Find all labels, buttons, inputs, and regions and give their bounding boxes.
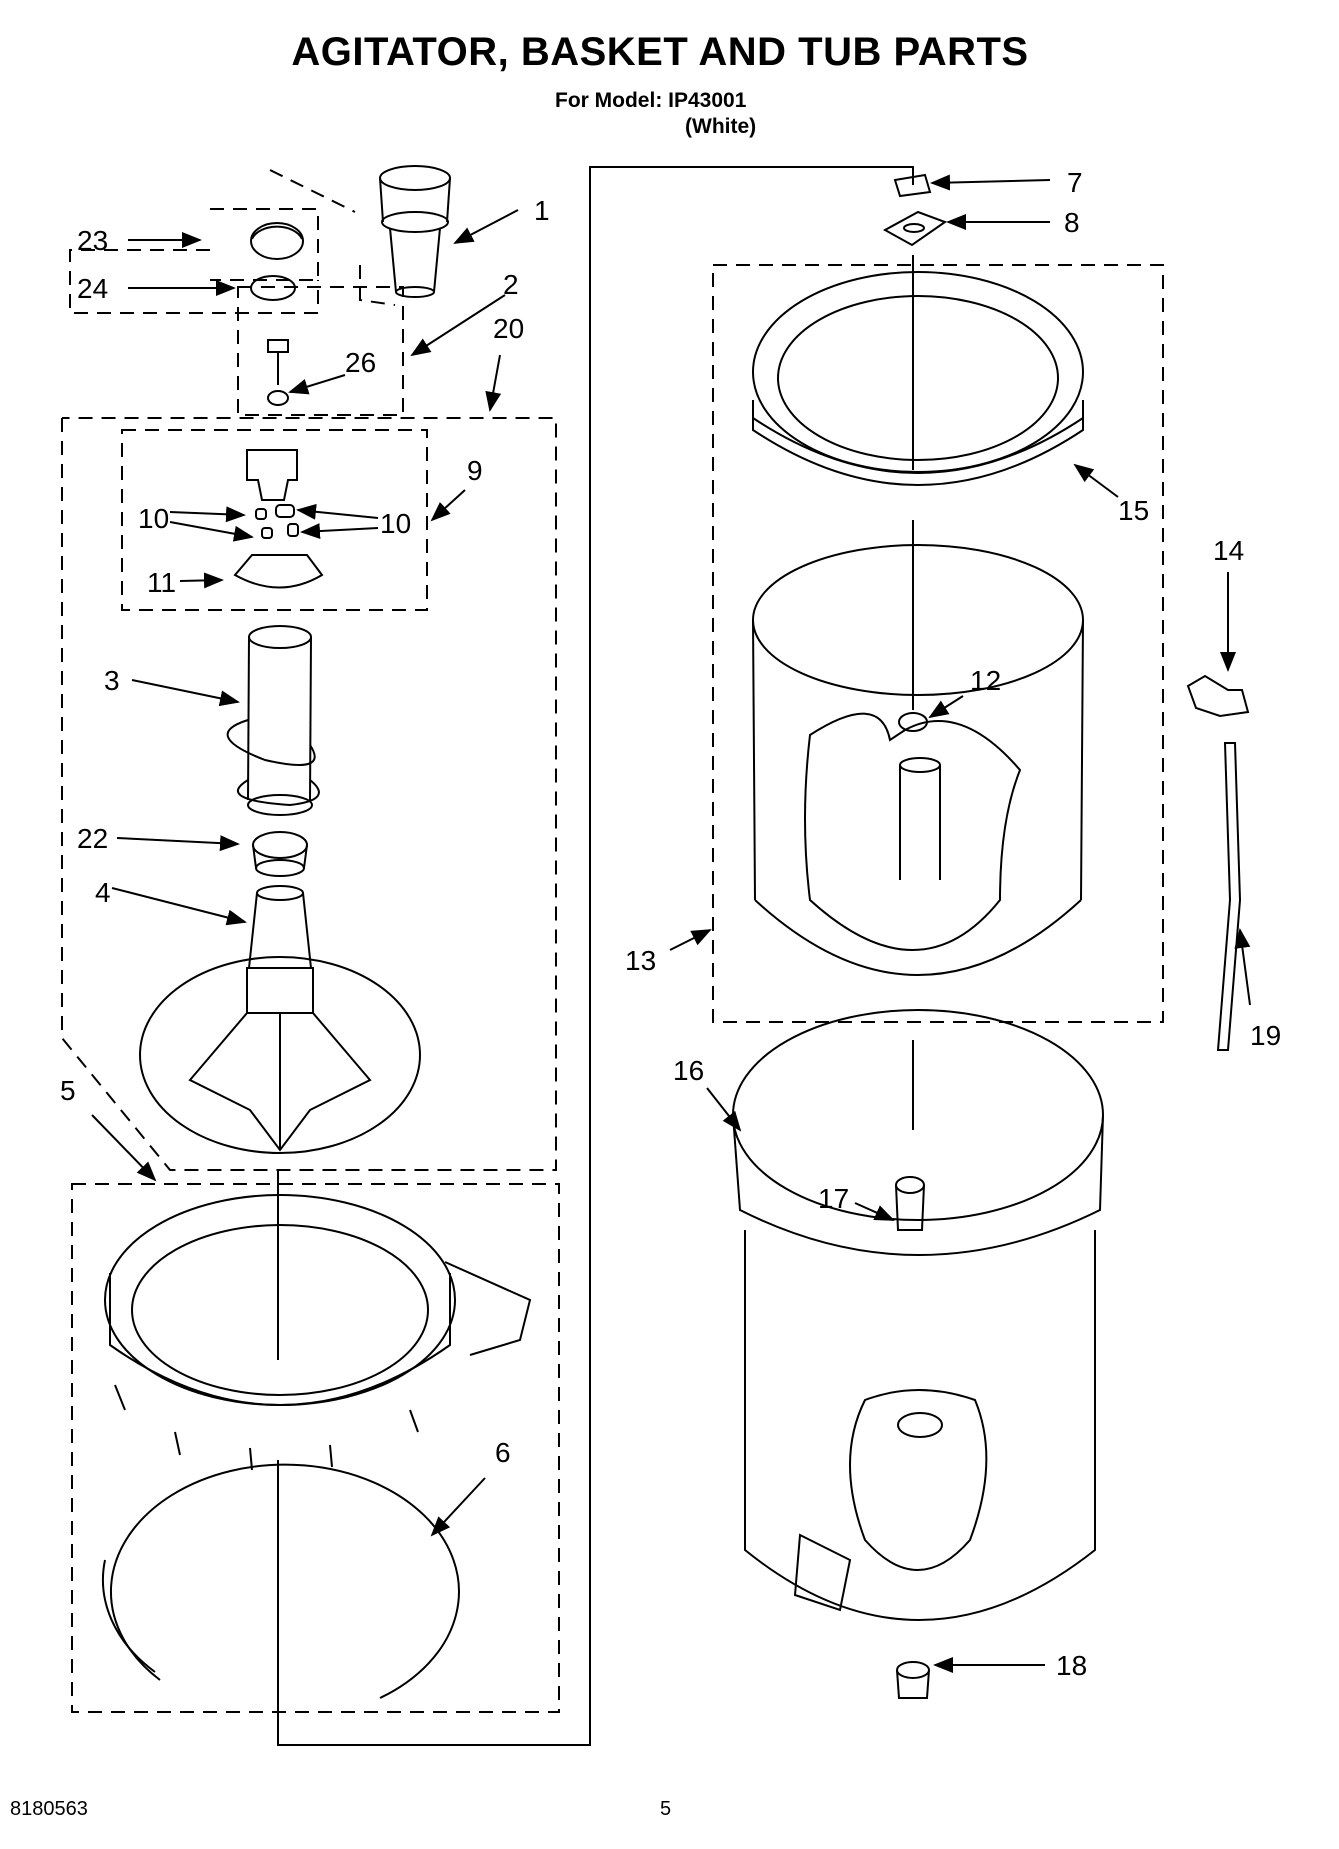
callout-7: 7 bbox=[1067, 167, 1083, 198]
callout-6: 6 bbox=[495, 1437, 511, 1468]
callout-1: 1 bbox=[534, 195, 550, 226]
callout-11: 11 bbox=[147, 567, 176, 598]
box-agitator-20 bbox=[61, 417, 557, 1171]
callout-14: 14 bbox=[1213, 535, 1244, 566]
callout-24: 24 bbox=[77, 273, 108, 304]
part-26-bolt bbox=[267, 339, 289, 406]
callout-4: 4 bbox=[95, 877, 111, 908]
part-9-cam-kit bbox=[233, 449, 324, 589]
part-6-retainer-ring bbox=[102, 1463, 460, 1699]
part-14-clip bbox=[1186, 674, 1250, 718]
callout-20: 20 bbox=[493, 313, 524, 344]
part-18-drain-plug bbox=[896, 1661, 930, 1699]
part-5-tub-ring bbox=[104, 1194, 532, 1471]
callout-18: 18 bbox=[1056, 1650, 1087, 1681]
callout-5: 5 bbox=[60, 1075, 76, 1106]
callout-22: 22 bbox=[77, 823, 108, 854]
callout-9: 9 bbox=[467, 455, 483, 486]
page-title: AGITATOR, BASKET AND TUB PARTS bbox=[291, 30, 1029, 74]
box-13 bbox=[712, 264, 1164, 1023]
callout-12: 12 bbox=[970, 665, 1001, 696]
callout-3: 3 bbox=[104, 665, 120, 696]
page-number: 5 bbox=[660, 1798, 672, 1820]
callout-10-right: 10 bbox=[380, 508, 411, 539]
color-line: (White) bbox=[685, 115, 757, 138]
part-4-agitator-base bbox=[139, 885, 421, 1154]
callout-16: 16 bbox=[673, 1055, 704, 1086]
part-23-cap bbox=[250, 222, 304, 260]
callout-8: 8 bbox=[1064, 207, 1080, 238]
callout-labels: 1 2 3 4 5 6 7 8 9 10 10 11 12 13 14 15 1… bbox=[60, 167, 1281, 1681]
model-line: For Model: IP43001 bbox=[555, 89, 747, 112]
callout-13: 13 bbox=[625, 945, 656, 976]
part-16-outer-tub bbox=[732, 1009, 1104, 1621]
group-boxes bbox=[61, 169, 1164, 1713]
part-24-seal bbox=[250, 275, 296, 301]
callout-23: 23 bbox=[77, 225, 108, 256]
box-9 bbox=[121, 429, 428, 611]
callout-26: 26 bbox=[345, 347, 376, 378]
callout-2: 2 bbox=[503, 269, 519, 300]
part-15-balance-ring bbox=[752, 271, 1084, 486]
callout-10-left: 10 bbox=[138, 503, 169, 534]
part-12-nut bbox=[898, 712, 928, 732]
part-3-agitator-barrel bbox=[226, 625, 320, 816]
part-19-hose bbox=[1216, 742, 1242, 1051]
part-17-seal-kit bbox=[895, 1176, 925, 1231]
part-8-hub-nut bbox=[882, 210, 948, 247]
box-26 bbox=[237, 286, 404, 416]
part-1-dispenser bbox=[379, 165, 451, 298]
callout-17: 17 bbox=[818, 1183, 849, 1214]
box-23-24 bbox=[210, 208, 319, 281]
document-number: 8180563 bbox=[10, 1798, 88, 1820]
box-5 bbox=[71, 1183, 560, 1713]
centerlines bbox=[277, 166, 914, 1746]
model-subtitle: For Model: IP43001 (White) bbox=[555, 88, 756, 140]
part-7-clip bbox=[893, 173, 932, 198]
callout-leaders bbox=[91, 174, 1251, 1673]
part-22-ring bbox=[252, 831, 308, 877]
callout-15: 15 bbox=[1118, 495, 1149, 526]
callout-19: 19 bbox=[1250, 1020, 1281, 1051]
part-13-spin-basket bbox=[752, 544, 1084, 976]
